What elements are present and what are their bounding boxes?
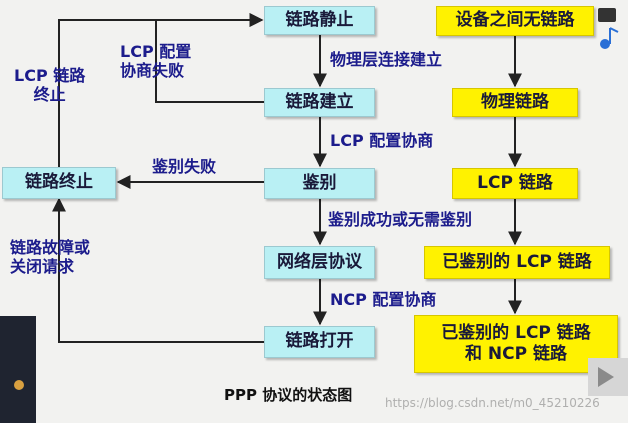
music-icon	[598, 8, 619, 49]
diagram-caption: PPP 协议的状态图	[224, 386, 353, 404]
watermark: https://blog.csdn.net/m0_45210226	[385, 396, 600, 410]
state-dead-label: 链路静止	[285, 9, 354, 30]
label-fault-line1: 链路故障或	[10, 238, 91, 257]
phys-lcp-label: LCP 链路	[477, 172, 553, 193]
state-terminate-label: 链路终止	[25, 172, 93, 193]
phys-none-label: 设备之间无链路	[455, 10, 575, 31]
phys-authenticated-label: 已鉴别的 LCP 链路	[442, 251, 592, 272]
label-fault-line2: 关闭请求	[10, 257, 75, 277]
state-authenticate-label: 鉴别	[302, 172, 337, 193]
state-network-label: 网络层协议	[277, 251, 362, 272]
state-network: 网络层协议	[264, 246, 375, 279]
state-open: 链路打开	[264, 326, 375, 358]
state-establish-label: 链路建立	[285, 91, 354, 112]
play-icon	[598, 367, 614, 387]
state-establish: 链路建立	[264, 88, 375, 117]
arrow-terminate-to-dead	[58, 13, 264, 167]
label-fault: 链路故障或 关闭请求	[10, 238, 90, 276]
label-lcp-term-line1: LCP 链路	[14, 66, 86, 85]
arrow-open-to-terminate	[52, 197, 264, 343]
phys-ncp-line2: 和 NCP 链路	[465, 344, 567, 364]
state-terminate: 链路终止	[2, 167, 116, 199]
label-ncp-negotiate: NCP 配置协商	[330, 290, 437, 309]
label-lcp-fail: LCP 配置 协商失败	[120, 42, 191, 80]
label-auth-fail: 鉴别失败	[152, 157, 217, 176]
thumbnail-light	[14, 380, 24, 390]
video-thumbnail	[0, 316, 36, 423]
phys-lcp: LCP 链路	[452, 168, 578, 199]
state-dead: 链路静止	[264, 6, 375, 35]
label-lcp-fail-line1: LCP 配置	[120, 42, 192, 61]
phys-none: 设备之间无链路	[436, 6, 594, 36]
play-button[interactable]	[588, 358, 628, 396]
label-auth-ok: 鉴别成功或无需鉴别	[328, 210, 473, 229]
label-lcp-fail-line2: 协商失败	[120, 61, 185, 81]
state-authenticate: 鉴别	[264, 168, 375, 199]
phys-authenticated: 已鉴别的 LCP 链路	[424, 246, 610, 279]
phys-physical-label: 物理链路	[481, 91, 549, 112]
phys-ncp-line1: 已鉴别的 LCP 链路	[441, 322, 591, 343]
label-lcp-negotiate: LCP 配置协商	[330, 131, 434, 150]
phys-physical: 物理链路	[452, 88, 578, 117]
phys-ncp: 已鉴别的 LCP 链路 和 NCP 链路	[414, 315, 618, 373]
state-open-label: 链路打开	[285, 331, 354, 352]
label-lcp-term-line2: 终止	[33, 85, 66, 105]
label-lcp-term: LCP 链路 终止	[14, 66, 85, 104]
label-physical-established: 物理层连接建立	[330, 50, 443, 69]
